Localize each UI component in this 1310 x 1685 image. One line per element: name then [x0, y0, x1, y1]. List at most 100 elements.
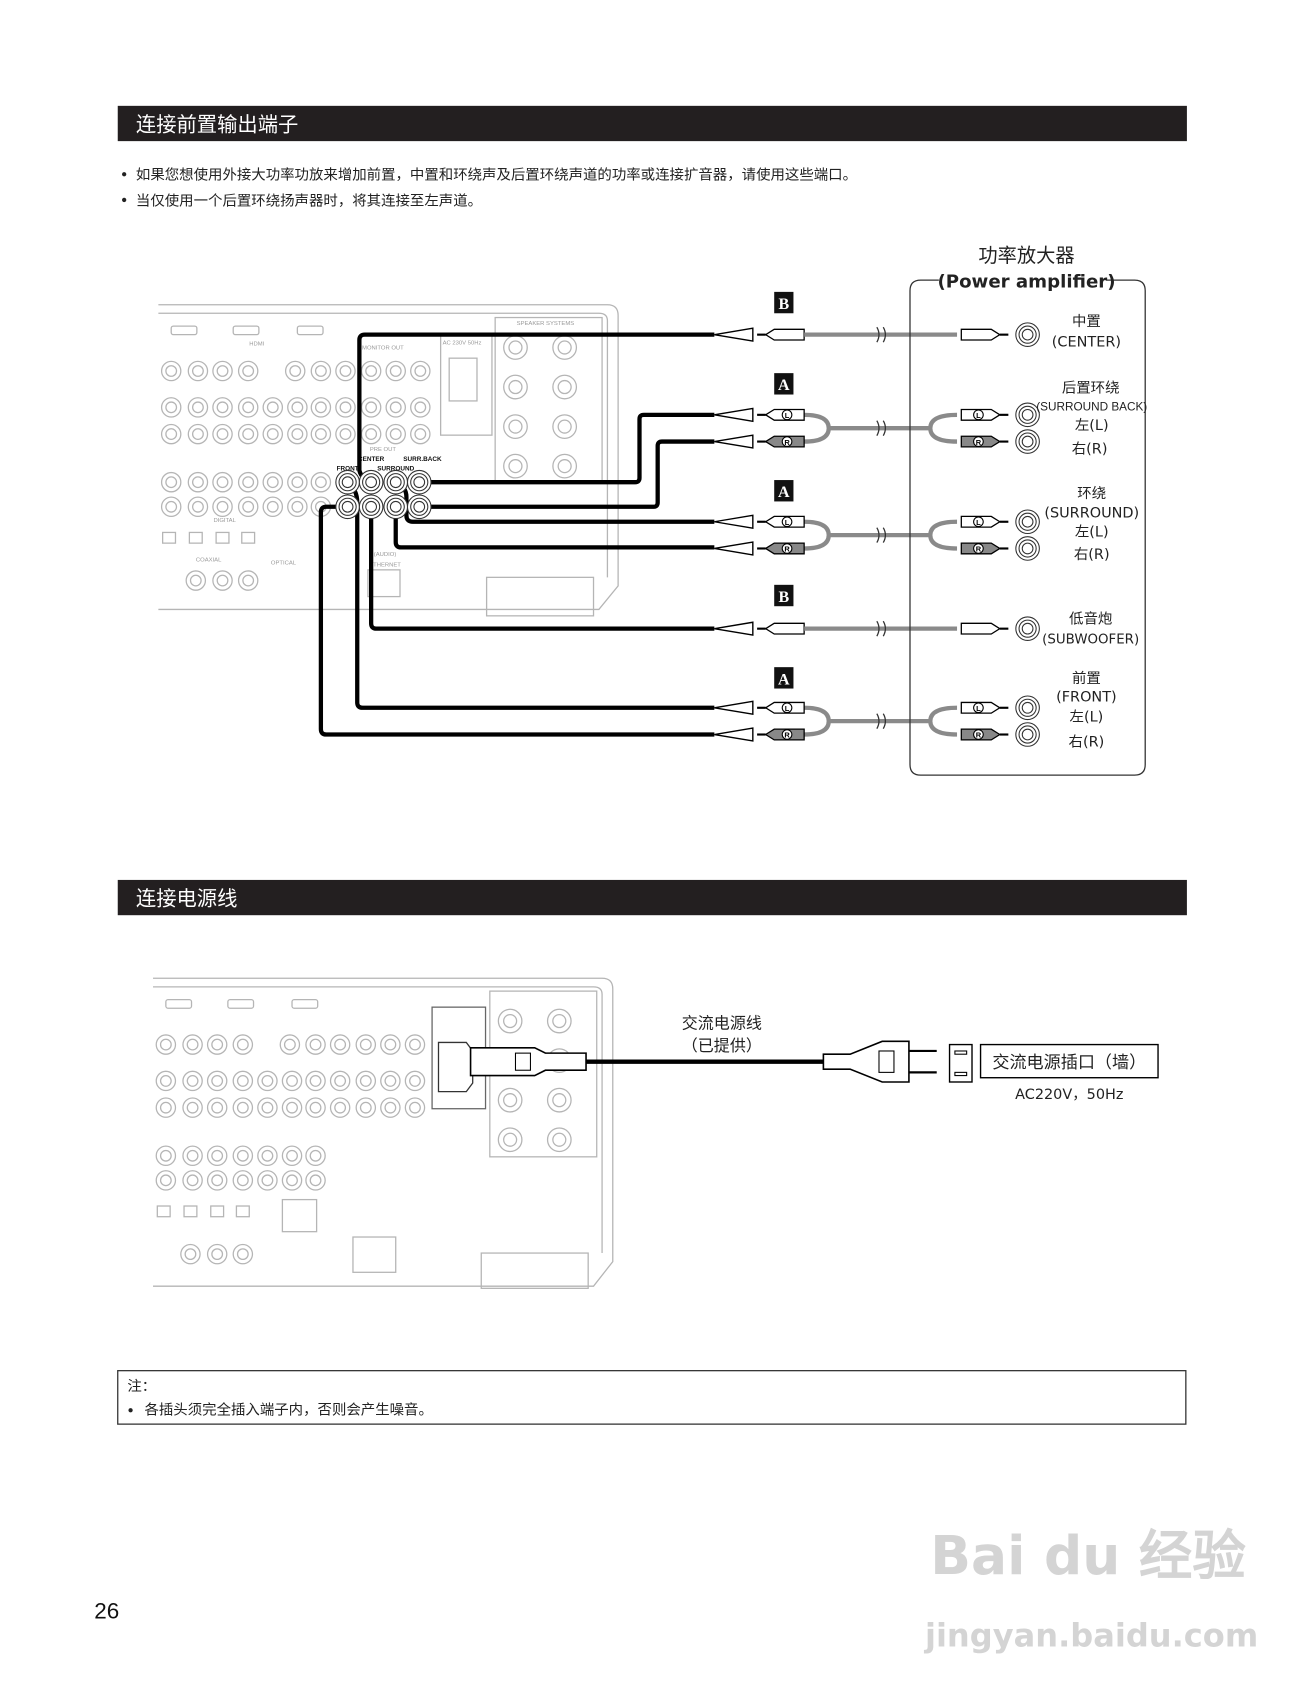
panel-jack: [155, 1034, 177, 1055]
pre-out-surround-label: SURROUND: [377, 465, 414, 472]
plug-mark-ring: [973, 729, 984, 740]
surround-left-label: 左(L): [1075, 524, 1109, 541]
single-cable-row: [714, 322, 1040, 347]
optical-port-icon: [215, 531, 230, 544]
plug-mark: R: [784, 545, 790, 554]
plug-mark: R: [976, 731, 982, 740]
panel-jack: [180, 1243, 201, 1265]
panel-jack: [385, 397, 406, 418]
panel-jack: [380, 1070, 401, 1092]
panel-jack-inner: [359, 1101, 372, 1114]
power-cord: 交流电源线 （已提供）: [469, 1014, 937, 1083]
panel-jack: [310, 423, 332, 445]
panel-jack: [237, 360, 259, 382]
rca-plug-icon: L: [960, 701, 1009, 714]
panel-jack-inner: [261, 1174, 274, 1187]
panel-jack-inner: [552, 1013, 567, 1029]
panel-jack: [335, 423, 356, 445]
panel-jack-inner: [314, 365, 327, 377]
surround-back-label-cn: 后置环绕: [1062, 379, 1120, 396]
baidu-watermark: Bai du 经验 jingyan.baidu.com: [923, 1524, 1258, 1655]
panel-jack-inner: [508, 379, 523, 395]
panel-jack-inner: [291, 500, 304, 513]
plug-mark: R: [976, 438, 982, 447]
amp-input-jack: [1015, 429, 1040, 454]
plug-body: [960, 622, 1002, 635]
cable-type-label: B: [774, 291, 794, 314]
page-number: 26: [94, 1599, 119, 1624]
single-cable-row: [714, 616, 1040, 641]
plug-mark: R: [784, 438, 790, 447]
panel-jack: [552, 335, 578, 360]
panel-jack: [310, 471, 332, 493]
panel-jack-inner: [289, 365, 302, 377]
panel-jack-inner: [236, 1174, 249, 1187]
rca-plug-icon: L: [960, 408, 1009, 421]
cable-surround-back-right: [419, 439, 715, 509]
panel-jack: [380, 1034, 401, 1055]
panel-jack-inner: [242, 574, 255, 587]
panel-jack: [404, 1070, 426, 1092]
plug-mark: L: [785, 518, 790, 527]
panel-jack: [257, 1145, 278, 1167]
amp-input-jack: [1015, 509, 1040, 535]
optical-port-icon: [183, 1205, 198, 1218]
panel-jack: [385, 423, 406, 445]
panel-jack: [546, 1127, 572, 1153]
hdmi-port-icon: [170, 325, 198, 336]
panel-jack: [257, 1097, 278, 1118]
panel-jack-inner: [186, 1038, 199, 1051]
panel-jack-inner: [236, 1149, 249, 1162]
rca-plug-icon: [960, 622, 1009, 635]
center-label-cn: 中置: [1072, 313, 1101, 330]
amp-input-jack: [1015, 722, 1040, 747]
cable-type-label: A: [774, 480, 794, 502]
panel-jack-inner: [389, 365, 402, 377]
panel-jack-inner: [242, 365, 255, 377]
panel-jack-inner: [191, 365, 204, 377]
rca-plug-icon: L: [757, 701, 805, 714]
panel-jack: [237, 496, 259, 518]
panel-jack: [206, 1243, 228, 1265]
panel-jack: [155, 1097, 177, 1118]
plug-mark-ring: [973, 436, 984, 447]
panel-jack-inner: [159, 1149, 172, 1162]
panel-jack-inner: [339, 365, 352, 377]
hdmi-label: HDMI: [249, 341, 264, 347]
subwoofer-label-cn: 低音炮: [1069, 610, 1112, 627]
coaxial-label: COAXIAL: [196, 557, 222, 563]
panel-jack: [360, 360, 382, 382]
panel-jack: [281, 1145, 303, 1167]
panel-jack-inner: [261, 1101, 274, 1114]
panel-jack: [355, 1034, 377, 1055]
ethernet-label: ETHERNET: [369, 563, 401, 569]
plug-mark-ring: [973, 543, 984, 554]
panel-jack: [281, 1070, 303, 1092]
panel-jack-inner: [359, 1074, 372, 1087]
panel-jack-inner: [309, 1074, 322, 1087]
panel-jack: [182, 1145, 203, 1167]
panel-jack: [257, 1070, 278, 1092]
panel-jack: [232, 1170, 254, 1191]
panel-jack-inner: [334, 1101, 347, 1114]
panel-jack: [410, 360, 431, 382]
pre-out-jack: [335, 494, 360, 520]
panel-jack-inner: [236, 1038, 249, 1051]
pre-out-label: PRE OUT: [370, 447, 397, 453]
cable-break-icon: [876, 620, 887, 637]
panel-jack-inner: [189, 574, 202, 587]
panel-jack-inner: [339, 428, 352, 441]
panel-jack-inner: [236, 1074, 249, 1087]
panel-jack-inner: [552, 1093, 567, 1108]
panel-jack-inner: [242, 401, 255, 414]
panel-jack: [185, 570, 207, 591]
front-label-cn: 前置: [1072, 670, 1101, 687]
panel-jack: [262, 423, 284, 445]
front-right-label: 右(R): [1069, 733, 1105, 750]
panel-jack-inner: [309, 1038, 322, 1051]
panel-jack-inner: [557, 379, 572, 395]
cable-end-icon: [714, 621, 754, 636]
panel-jack: [287, 496, 308, 518]
